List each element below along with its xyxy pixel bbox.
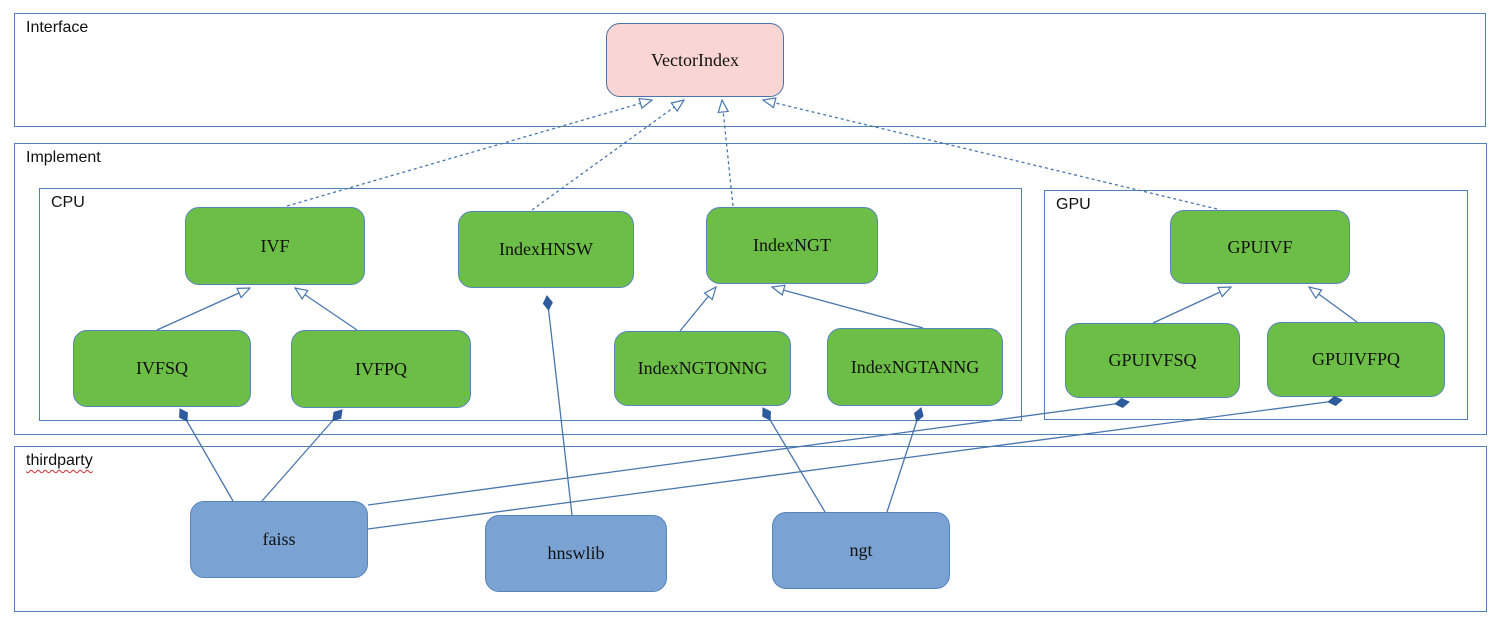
node-gpuivfsq: GPUIVFSQ <box>1065 323 1240 398</box>
container-gpu-label: GPU <box>1056 196 1091 213</box>
node-indexhnsw-label: IndexHNSW <box>499 239 593 259</box>
node-gpuivfpq-label: GPUIVFPQ <box>1311 349 1401 369</box>
node-faiss-label: faiss <box>262 529 296 549</box>
node-ivfsq-label: IVFSQ <box>135 358 188 378</box>
node-hnswlib: hnswlib <box>485 515 667 592</box>
node-ngt: ngt <box>772 512 950 589</box>
node-indexngtanng: IndexNGTANNG <box>827 328 1003 406</box>
node-gpuivfsq-label: GPUIVFSQ <box>1108 350 1197 370</box>
node-indexhnsw: IndexHNSW <box>458 211 634 288</box>
container-interface: Interface <box>14 13 1486 127</box>
node-indexngtonng-label: IndexNGTONNG <box>637 358 768 378</box>
node-indexngt-label: IndexNGT <box>753 235 831 255</box>
container-implement-label: Implement <box>26 149 101 166</box>
node-ivfpq: IVFPQ <box>291 330 471 408</box>
node-ivfsq: IVFSQ <box>73 330 251 407</box>
node-gpuivf-label: GPUIVF <box>1227 236 1293 257</box>
node-gpuivfpq: GPUIVFPQ <box>1267 322 1445 397</box>
node-gpuivf: GPUIVF <box>1170 210 1350 284</box>
node-indexngtonng: IndexNGTONNG <box>614 331 791 406</box>
node-ivf: IVF <box>185 207 365 285</box>
container-cpu-label: CPU <box>51 194 85 211</box>
node-ivfpq-label: IVFPQ <box>354 358 407 379</box>
container-thirdparty-label: thirdparty <box>26 452 93 469</box>
node-hnswlib-label: hnswlib <box>547 543 605 563</box>
node-indexngtanng-label: IndexNGTANNG <box>850 356 980 377</box>
node-vectorindex-label: VectorIndex <box>651 49 739 70</box>
node-indexngt: IndexNGT <box>706 207 878 284</box>
node-ngt-label: ngt <box>849 540 873 560</box>
container-interface-label: Interface <box>26 19 89 36</box>
node-ivf-label: IVF <box>260 235 290 256</box>
node-faiss: faiss <box>190 501 368 578</box>
node-vectorindex: VectorIndex <box>606 23 784 97</box>
